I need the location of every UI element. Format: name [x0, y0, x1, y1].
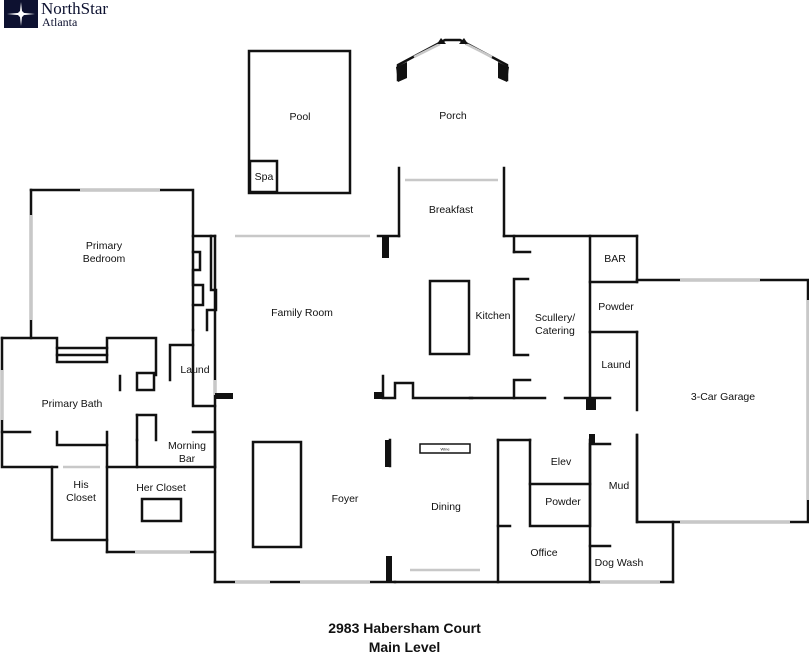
label-porch: Porch [439, 110, 467, 122]
walls [0, 38, 809, 584]
label-bar: BAR [604, 253, 626, 265]
label-his-closet-1: His [73, 479, 88, 491]
label-mud: Mud [609, 480, 630, 492]
label-morning-bar-1: Morning [168, 440, 206, 452]
label-garage: 3-Car Garage [691, 391, 755, 403]
wine-rack [419, 443, 471, 454]
property-level: Main Level [368, 639, 441, 655]
label-laund-2: Laund [601, 359, 630, 371]
windows [0, 42, 809, 584]
label-kitchen: Kitchen [475, 310, 510, 322]
label-powder-1: Powder [598, 301, 634, 313]
label-spa: Spa [255, 171, 274, 183]
label-dining: Dining [431, 501, 461, 513]
label-powder-2: Powder [545, 496, 581, 508]
star-logo-icon [4, 0, 38, 28]
room-labels: Pool Spa Porch Breakfast BAR Primary Bed… [42, 110, 756, 569]
label-his-closet-2: Closet [66, 492, 96, 504]
wall-blocks [215, 38, 596, 583]
brand-name: NorthStar [41, 0, 109, 18]
label-laund-1: Laund [180, 364, 209, 376]
label-primary-bedroom-2: Bedroom [83, 253, 126, 265]
label-foyer: Foyer [332, 493, 359, 505]
label-scullery-1: Scullery/ [535, 312, 575, 324]
label-wine: Wine [440, 447, 450, 452]
porch-outline [396, 38, 509, 82]
label-dog-wash: Dog Wash [595, 557, 644, 569]
label-office: Office [530, 547, 557, 559]
label-scullery-2: Catering [535, 325, 575, 337]
label-family-room: Family Room [271, 307, 333, 319]
label-breakfast: Breakfast [429, 204, 473, 216]
pool-outline [247, 49, 352, 195]
label-morning-bar-2: Bar [179, 453, 196, 465]
label-elev: Elev [551, 456, 572, 468]
northstar-logo: NorthStar Atlanta [4, 0, 108, 28]
label-pool: Pool [289, 111, 310, 123]
label-primary-bedroom-1: Primary [86, 240, 123, 252]
label-her-closet: Her Closet [136, 482, 186, 494]
brand-location: Atlanta [42, 15, 78, 29]
spa-outline [248, 159, 279, 194]
label-primary-bath: Primary Bath [42, 398, 103, 410]
property-address: 2983 Habersham Court [328, 620, 481, 636]
